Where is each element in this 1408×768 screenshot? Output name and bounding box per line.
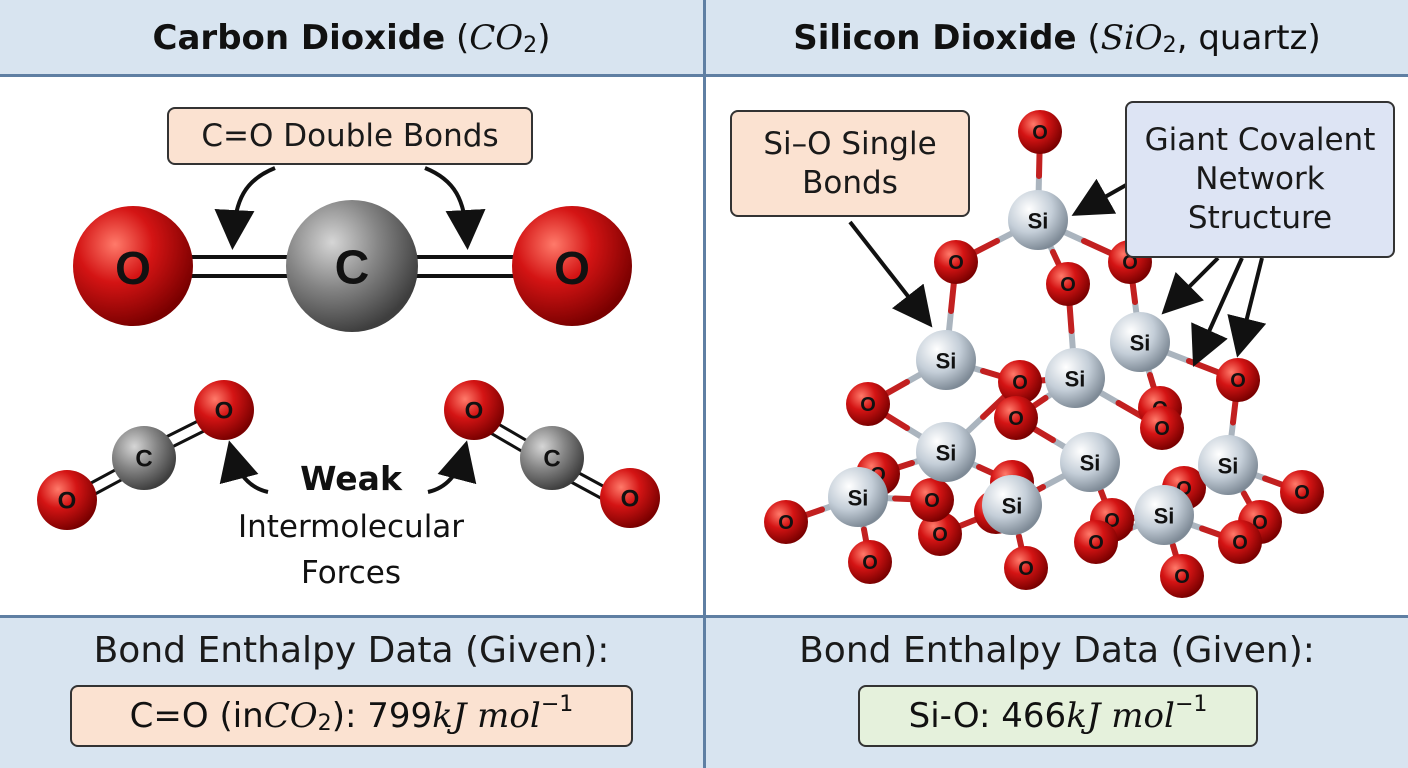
sio2-bond-enthalpy-value: Si-O: 466 kJ mol−1 — [858, 685, 1258, 747]
atom-symbol: Si — [1080, 451, 1101, 476]
atom-symbol: Si — [1218, 454, 1239, 479]
atom-symbol: O — [215, 398, 234, 425]
silicon-atom — [982, 475, 1042, 535]
oxygen-atom — [1280, 470, 1324, 514]
intermolecular-word: Intermolecular — [237, 508, 465, 545]
network-arrow-3 — [1191, 257, 1244, 367]
oxygen-atom — [918, 512, 962, 556]
atom-symbol: Si — [1065, 367, 1086, 392]
atom-symbol: O — [1012, 372, 1028, 394]
oxygen-atom — [1216, 358, 1260, 402]
atom-symbol: O — [1018, 558, 1034, 580]
atom-symbol: O — [1154, 418, 1170, 440]
weak-word: Weak — [300, 459, 402, 498]
atom-symbol: Si — [936, 349, 957, 374]
atom-symbol: O — [1032, 122, 1048, 144]
co2-given-heading: Bond Enthalpy Data (Given): — [93, 630, 610, 671]
oxygen-atom — [934, 240, 978, 284]
silicon-atom — [1045, 348, 1105, 408]
oxygen-atom — [1218, 520, 1262, 564]
atom-symbol: O — [948, 252, 964, 274]
atom-symbol: O — [860, 394, 876, 416]
atom-symbol: O — [115, 242, 151, 294]
atom-symbol: C — [335, 242, 370, 295]
atom-symbol: O — [554, 242, 590, 294]
atom-symbol: C — [543, 446, 560, 473]
atom-symbol: Si — [936, 441, 957, 466]
atom-symbol: O — [1060, 274, 1076, 296]
atom-symbol: Si — [1154, 504, 1175, 529]
silicon-atom — [1134, 485, 1194, 545]
weak-force-arrow-left — [219, 440, 269, 494]
carbon-atom — [286, 200, 418, 332]
silicon-atom — [1110, 312, 1170, 372]
atom-symbol: Si — [1028, 209, 1049, 234]
oxygen-atom — [848, 540, 892, 584]
atom-symbol: O — [1232, 532, 1248, 554]
atom-symbol: O — [924, 490, 940, 512]
oxygen-atom — [994, 396, 1038, 440]
atom-symbol: O — [1088, 532, 1104, 554]
double-bonds-label: C=O Double Bonds — [167, 107, 533, 165]
atom-symbol: O — [778, 512, 794, 534]
network-arrow-2 — [1161, 256, 1220, 315]
bond-arrow-left — [214, 166, 276, 250]
atom-symbol: Si — [848, 486, 869, 511]
oxygen-atom — [998, 360, 1042, 404]
single-bonds-label: Si–O Single Bonds — [730, 110, 970, 217]
oxygen-atom — [1004, 546, 1048, 590]
oxygen-atom — [1160, 554, 1204, 598]
atom-symbol: O — [1174, 566, 1190, 588]
oxygen-atom — [1140, 406, 1184, 450]
atom-symbol: O — [621, 486, 640, 513]
oxygen-atom — [1046, 262, 1090, 306]
silicon-atom — [1060, 432, 1120, 492]
atom-symbol: O — [1230, 370, 1246, 392]
oxygen-atom — [846, 382, 890, 426]
atom-symbol: O — [1294, 482, 1310, 504]
silicon-atom — [828, 467, 888, 527]
forces-word: Forces — [300, 555, 402, 591]
oxygen-atom — [1074, 520, 1118, 564]
silicon-atom — [1008, 190, 1068, 250]
weak-forces-label: Weak Intermolecular Forces — [213, 454, 489, 597]
oxygen-atom — [1018, 110, 1062, 154]
atom-symbol: C — [135, 446, 152, 473]
atom-symbol: O — [1008, 408, 1024, 430]
oxygen-atom — [764, 500, 808, 544]
atom-symbol: O — [465, 398, 484, 425]
sio2-given-heading: Bond Enthalpy Data (Given): — [799, 630, 1315, 671]
oxygen-atom — [910, 478, 954, 522]
co2-small-molecule-2: O C O — [444, 380, 660, 528]
atom-symbol: O — [58, 488, 77, 515]
silicon-atom — [1198, 435, 1258, 495]
atom-symbol: Si — [1130, 331, 1151, 356]
center-divider — [703, 0, 706, 768]
oxygen-atom — [512, 206, 632, 326]
single-bond-arrow — [848, 220, 933, 328]
co2-small-molecule-1: O C O — [37, 380, 254, 530]
atom-symbol: Si — [1002, 494, 1023, 519]
atom-symbol: O — [932, 524, 948, 546]
quartz-network: OOOOOOOOOOOOOOOOOOOOOOOOOSiSiSiSiSiSiSiS… — [764, 110, 1324, 598]
bond-arrow-right — [424, 166, 486, 250]
network-arrow-4 — [1227, 257, 1267, 358]
weak-force-arrow-right — [427, 440, 477, 494]
co2-double-bonds — [185, 255, 520, 278]
oxygen-atom — [73, 206, 193, 326]
atom-symbol: O — [862, 552, 878, 574]
silicon-atom — [916, 422, 976, 482]
silicon-atom — [916, 330, 976, 390]
co2-big-molecule: O C O — [73, 200, 632, 332]
network-structure-label: Giant Covalent Network Structure — [1125, 101, 1395, 258]
